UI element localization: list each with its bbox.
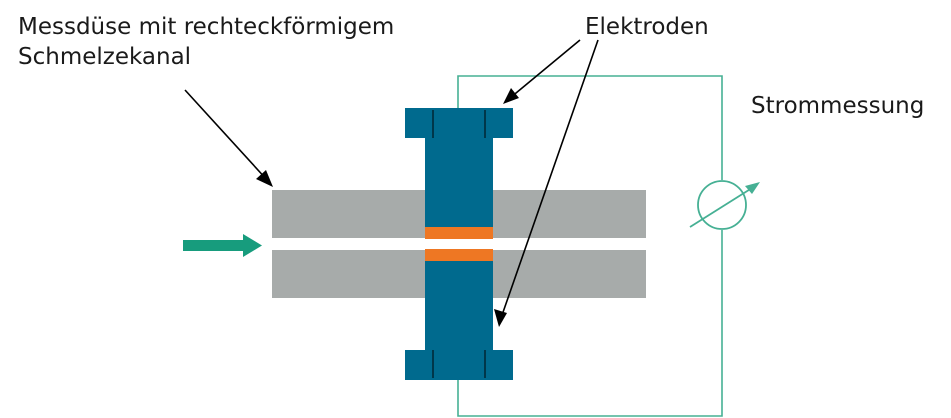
nozzle-label: Messdüse mit rechteckförmigem Schmelzeka… xyxy=(18,12,394,72)
circuit-wire xyxy=(457,75,723,180)
lower-electrode-contact xyxy=(425,249,493,261)
electrode-pointer-lower xyxy=(500,39,599,319)
current-measurement-label: Strommessung xyxy=(751,93,925,119)
upper-electrode-contact xyxy=(425,227,493,239)
ammeter-icon xyxy=(689,180,760,230)
right-arrow-icon xyxy=(183,234,262,257)
current-measurement-circuit xyxy=(457,75,723,417)
electrodes-label: Elektroden xyxy=(585,14,709,40)
annotation-pointers xyxy=(184,39,599,327)
nozzle-label-line2: Schmelzekanal xyxy=(18,44,192,70)
nozzle-pointer xyxy=(184,89,269,182)
electrode-pointer-upper xyxy=(509,39,581,99)
circuit-wire xyxy=(457,230,723,417)
upper-electrode xyxy=(405,108,513,238)
lower-electrode xyxy=(405,250,513,380)
nozzle-label-line1: Messdüse mit rechteckförmigem xyxy=(18,14,395,40)
